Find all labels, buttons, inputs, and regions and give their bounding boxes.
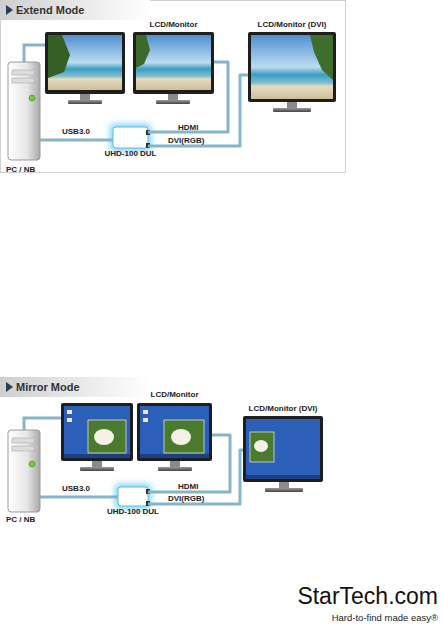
device-glow	[110, 124, 151, 151]
adapter-box	[113, 127, 148, 148]
drive-bay	[12, 446, 34, 451]
monitor-neck	[168, 94, 178, 100]
desktop-screen	[246, 419, 320, 479]
palm-trees	[48, 35, 70, 78]
monitor-frame	[248, 32, 336, 102]
video-wire	[24, 418, 61, 430]
monitor-frame	[243, 416, 323, 482]
drive-bay	[12, 78, 34, 83]
monitor-frame	[45, 32, 125, 94]
photo-window	[250, 432, 274, 462]
cable-label: HDMI	[178, 123, 198, 132]
monitor: LCD/Monitor (DVI)	[243, 404, 323, 492]
desktop-icon	[143, 418, 148, 422]
cable-label: DVI(RGB)	[168, 494, 204, 503]
monitor-frame	[133, 32, 214, 94]
monitor-base	[265, 488, 303, 492]
pc: PC / NB	[6, 430, 40, 524]
cable	[40, 496, 118, 499]
photo-window	[88, 420, 126, 453]
cable-label: HDMI	[178, 482, 198, 491]
power-button	[29, 95, 35, 101]
puppy	[171, 429, 191, 445]
cable	[148, 62, 228, 132]
cable-label: USB3.0	[62, 127, 90, 136]
monitor-neck	[80, 94, 90, 100]
node-label: PC / NB	[6, 515, 35, 524]
video-wire	[24, 45, 45, 62]
node-label: LCD/Monitor	[151, 390, 199, 399]
monitor-base	[80, 467, 114, 471]
cable	[148, 450, 243, 504]
header-marker	[6, 5, 13, 15]
monitor-base	[273, 108, 311, 112]
pc-tower	[8, 62, 40, 160]
power-button	[29, 461, 35, 467]
monitor-frame	[61, 403, 133, 461]
monitor: LCD/Monitor	[137, 390, 212, 471]
monitor-base	[158, 467, 192, 471]
monitor-neck	[279, 482, 289, 488]
beach-screen	[48, 35, 122, 90]
node-label: LCD/Monitor (DVI)	[249, 404, 318, 413]
cable	[40, 139, 113, 142]
node-label: UHD-100 DUL	[107, 507, 159, 516]
desktop-screen	[64, 406, 130, 458]
node-label: LCD/Monitor (DVI)	[258, 20, 327, 29]
palm-trees	[136, 35, 150, 68]
beach-screen	[136, 35, 211, 90]
puppy	[94, 429, 114, 445]
node-label: PC / NB	[6, 165, 35, 174]
header-marker	[6, 382, 13, 392]
drive-bay	[12, 70, 34, 75]
photo-window	[164, 420, 204, 453]
usb-adapter: UHD-100 DUL	[118, 486, 148, 506]
node-label: LCD/Monitor	[150, 20, 198, 29]
monitor-neck	[170, 461, 180, 467]
cable-label: USB3.0	[62, 484, 90, 493]
cable	[148, 75, 248, 146]
usb-adapter: UHD-100 DUL	[113, 126, 148, 148]
monitor-neck	[287, 102, 297, 108]
header-band	[0, 0, 150, 20]
header-band	[0, 377, 150, 397]
beach-screen	[251, 35, 333, 99]
monitor-base	[156, 100, 190, 104]
monitor-neck	[92, 461, 102, 467]
cable-label: DVI(RGB)	[168, 136, 204, 145]
node-label: UHD-100 DUL	[104, 149, 156, 158]
desktop-icon	[67, 410, 72, 414]
section-title: Extend Mode	[16, 4, 84, 16]
section-title: Mirror Mode	[16, 381, 80, 393]
device-glow	[115, 484, 151, 509]
monitor-frame	[137, 403, 212, 461]
taskbar	[64, 454, 130, 458]
pc-tower	[8, 430, 40, 512]
taskbar	[246, 475, 320, 479]
monitor: LCD/Monitor (DVI)	[248, 20, 336, 114]
drive-bay	[12, 438, 34, 443]
desktop-screen	[140, 406, 209, 458]
monitor-base	[68, 100, 102, 104]
adapter-box	[118, 487, 148, 506]
brand-logo: StarTech.com	[297, 584, 438, 609]
palm-trees	[310, 35, 333, 80]
brand-tagline: Hard-to-find made easy®	[332, 613, 438, 623]
desktop-icon	[143, 410, 148, 414]
puppy	[254, 440, 268, 452]
desktop-icon	[67, 418, 72, 422]
monitor: LCD/Monitor	[133, 20, 214, 106]
section-frame	[1, 1, 346, 173]
pc: PC / NB	[6, 62, 40, 174]
cable	[148, 435, 230, 492]
taskbar	[140, 454, 209, 458]
